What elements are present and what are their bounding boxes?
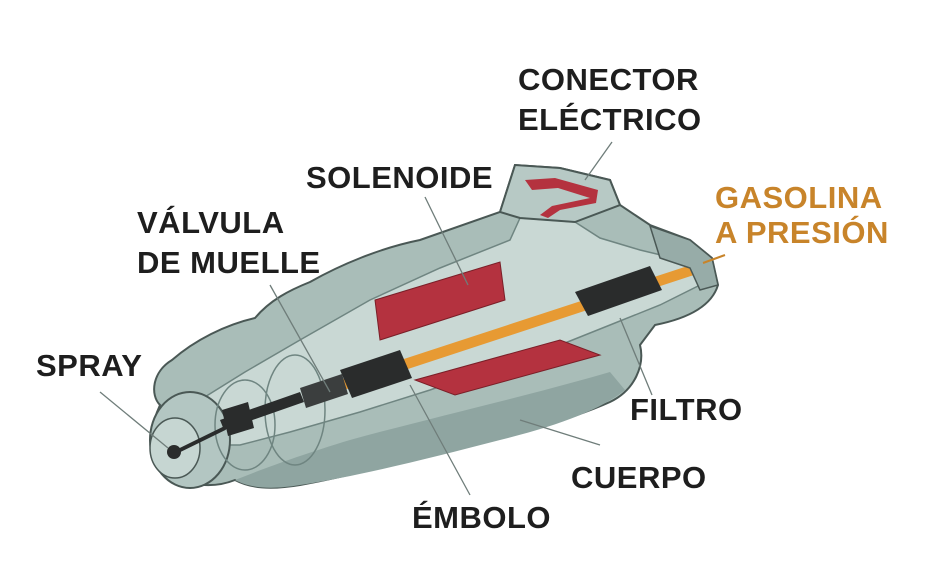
label-cuerpo: CUERPO: [571, 460, 707, 495]
leader-cuerpo: [519, 419, 601, 446]
connector-housing: [498, 163, 622, 224]
label-conector-line1: CONECTOR: [518, 62, 699, 97]
valve-seat: [222, 402, 254, 436]
leader-lines: [99, 141, 726, 496]
label-conector-line2: ELÉCTRICO: [518, 102, 702, 137]
label-gasolina-line1: GASOLINA: [715, 180, 883, 215]
label-gasolina-line2: A PRESIÓN: [715, 214, 889, 250]
connector-red-contact: [525, 178, 598, 218]
label-valvula-line2: DE MUELLE: [137, 245, 321, 280]
leader-valvula: [269, 284, 331, 393]
body-lower-belly: [235, 372, 625, 488]
leader-filtro: [619, 317, 653, 396]
plunger-block: [340, 350, 412, 398]
nozzle-ring-3: [214, 379, 276, 471]
label-spray: SPRAY: [36, 348, 142, 383]
label-embolo: ÉMBOLO: [412, 500, 551, 535]
spring-element: [300, 374, 348, 408]
filter-cylinder: [575, 266, 662, 316]
injector-body: [149, 163, 720, 489]
leader-embolo: [409, 384, 471, 496]
needle-rod: [175, 426, 226, 454]
solenoid-coil-lower: [413, 339, 602, 396]
leader-spray: [99, 391, 169, 449]
rear-tube: [648, 224, 719, 291]
leader-conector: [584, 141, 613, 181]
arrow-gasolina: [702, 254, 726, 264]
solenoid-coil-upper: [374, 261, 506, 341]
label-solenoide: SOLENOIDE: [306, 160, 493, 195]
label-filtro: FILTRO: [630, 392, 743, 427]
leader-solenoide: [424, 196, 469, 286]
labels: CONECTOR ELÉCTRICO SOLENOIDE VÁLVULA DE …: [36, 62, 889, 535]
label-valvula-line1: VÁLVULA: [137, 205, 285, 240]
spray-tip-ball: [167, 445, 181, 459]
